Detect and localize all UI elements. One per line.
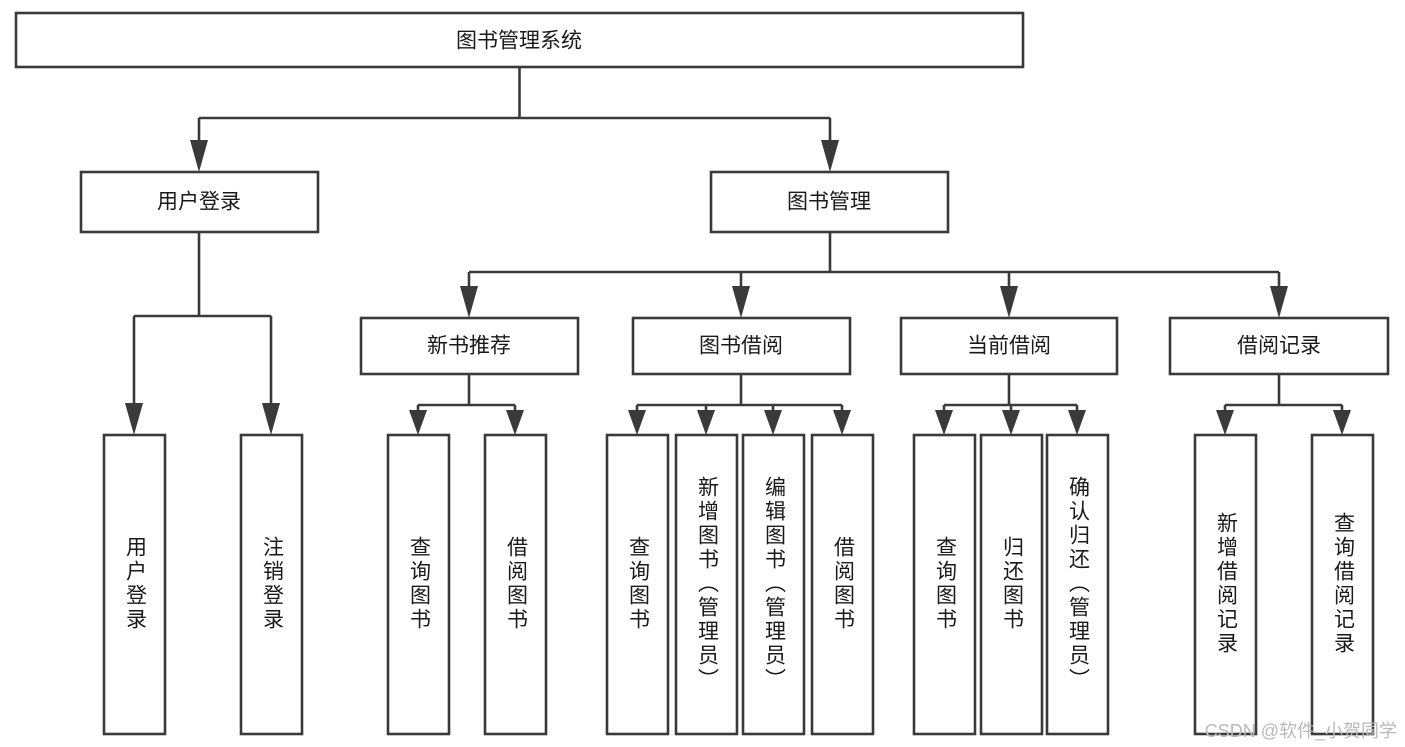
arrow-nb-c2 — [506, 410, 524, 435]
leaf-current-confirm-return-label: 确认归还（管理员） — [1066, 476, 1090, 692]
arrow-cu-c1 — [935, 410, 953, 435]
arrow-nb-c1 — [409, 410, 427, 435]
leaf-current-query-box[interactable] — [912, 433, 977, 736]
arrow-br-c2 — [697, 410, 715, 435]
node-book-manage-label: 图书管理 — [787, 191, 871, 214]
arrow-rc-c1 — [1216, 410, 1234, 435]
node-new-book-recommend-box[interactable] — [359, 316, 580, 376]
node-book-borrow-box[interactable] — [631, 316, 852, 376]
leaf-user-login-1-box[interactable] — [102, 433, 167, 736]
leaf-current-return-label: 归还图书 — [1000, 536, 1024, 632]
arrow-userlogin-c2 — [262, 403, 280, 435]
arrow-to-user-login — [190, 140, 208, 172]
leaf-newbook-borrow[interactable]: 借阅图书 — [483, 433, 548, 736]
arrow-br-c3 — [764, 410, 782, 435]
node-current-borrow-label: 当前借阅 — [967, 335, 1051, 358]
leaf-record-query-box[interactable] — [1310, 433, 1375, 736]
arrow-bm-c4 — [1270, 286, 1288, 318]
leaf-user-logout-box[interactable] — [239, 433, 304, 736]
leaf-borrow-borrow-book-box[interactable] — [810, 433, 875, 736]
arrow-br-c4 — [833, 410, 851, 435]
node-borrow-record-box[interactable] — [1168, 316, 1390, 376]
arrow-userlogin-c1 — [125, 403, 143, 435]
leaf-newbook-borrow-box[interactable] — [483, 433, 548, 736]
arrow-br-c1 — [628, 410, 646, 435]
edges-group — [125, 67, 1351, 435]
node-user-login-box[interactable] — [79, 170, 320, 234]
leaf-borrow-query[interactable]: 查询图书 — [605, 433, 670, 736]
leaf-borrow-add-book[interactable]: 新增图书（管理员） — [674, 433, 739, 736]
node-root-box[interactable] — [14, 11, 1025, 69]
leaf-borrow-edit-book-box[interactable] — [741, 433, 806, 736]
arrow-bm-c3 — [1000, 286, 1018, 318]
leaf-borrow-edit-book-label: 编辑图书（管理员） — [762, 476, 786, 692]
node-book-manage-box[interactable] — [709, 170, 950, 234]
node-borrow-record[interactable]: 借阅记录 — [1168, 316, 1390, 376]
leaf-borrow-edit-book[interactable]: 编辑图书（管理员） — [741, 433, 806, 736]
leaf-newbook-query-label: 查询图书 — [407, 536, 431, 632]
arrow-bm-c2 — [732, 286, 750, 318]
arrow-cu-c3 — [1068, 410, 1086, 435]
leaf-newbook-query-box[interactable] — [386, 433, 451, 736]
node-current-borrow-box[interactable] — [899, 316, 1119, 376]
leaf-current-return-box[interactable] — [979, 433, 1044, 736]
arrow-rc-c2 — [1333, 410, 1351, 435]
leaf-record-add-label: 新增借阅记录 — [1214, 512, 1238, 656]
node-borrow-record-label: 借阅记录 — [1237, 335, 1321, 358]
leaf-user-login-1-label: 用户登录 — [123, 536, 147, 632]
leaf-current-query[interactable]: 查询图书 — [912, 433, 977, 736]
arrow-to-book-manage — [821, 140, 839, 172]
leaf-borrow-query-label: 查询图书 — [626, 536, 650, 632]
leaf-newbook-query[interactable]: 查询图书 — [386, 433, 451, 736]
leaf-borrow-add-book-box[interactable] — [674, 433, 739, 736]
leaf-borrow-borrow-book[interactable]: 借阅图书 — [810, 433, 875, 736]
leaf-record-query-label: 查询借阅记录 — [1331, 512, 1355, 656]
arrow-cu-c2 — [1002, 410, 1020, 435]
leaf-user-logout-label: 注销登录 — [260, 536, 284, 632]
leaf-record-add-box[interactable] — [1193, 433, 1258, 736]
leaf-record-add[interactable]: 新增借阅记录 — [1193, 433, 1258, 736]
node-current-borrow[interactable]: 当前借阅 — [899, 316, 1119, 376]
node-book-borrow[interactable]: 图书借阅 — [631, 316, 852, 376]
leaf-record-query[interactable]: 查询借阅记录 — [1310, 433, 1375, 736]
leaf-current-confirm-return[interactable]: 确认归还（管理员） — [1045, 433, 1110, 736]
leaf-borrow-query-box[interactable] — [605, 433, 670, 736]
node-book-borrow-label: 图书借阅 — [699, 335, 783, 358]
node-user-login[interactable]: 用户登录 — [79, 170, 320, 234]
node-user-login-label: 用户登录 — [157, 191, 241, 214]
leaf-borrow-add-book-label: 新增图书（管理员） — [695, 476, 719, 692]
leaf-current-return[interactable]: 归还图书 — [979, 433, 1044, 736]
leaf-newbook-borrow-label: 借阅图书 — [504, 536, 528, 632]
leaf-current-query-label: 查询图书 — [933, 536, 957, 632]
leaf-user-login-1[interactable]: 用户登录 — [102, 433, 167, 736]
node-new-book-recommend-label: 新书推荐 — [427, 335, 511, 358]
node-new-book-recommend[interactable]: 新书推荐 — [359, 316, 580, 376]
node-book-manage[interactable]: 图书管理 — [709, 170, 950, 234]
leaf-current-confirm-return-box[interactable] — [1045, 433, 1110, 736]
node-root-label: 图书管理系统 — [456, 30, 582, 53]
node-root[interactable]: 图书管理系统 — [14, 11, 1025, 69]
leaf-user-logout[interactable]: 注销登录 — [239, 433, 304, 736]
leaf-borrow-borrow-book-label: 借阅图书 — [831, 536, 855, 632]
arrow-bm-c1 — [460, 286, 478, 318]
